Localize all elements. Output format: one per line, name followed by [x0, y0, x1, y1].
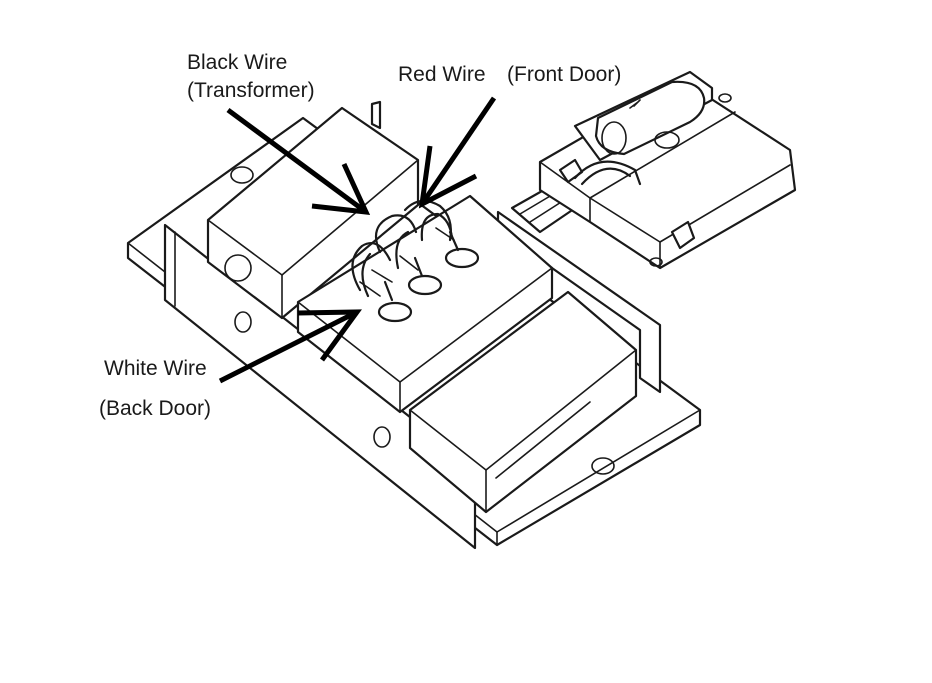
white-wire-loop — [351, 242, 392, 292]
terminal-screw — [407, 274, 443, 296]
callout-arrows — [218, 96, 497, 384]
terminal-screw — [444, 247, 480, 269]
cover-block — [408, 290, 638, 514]
white-wire-sublabel: (Back Door) — [99, 397, 212, 420]
black-wire-label: Black Wire — [187, 51, 288, 74]
white-wire-arrow — [218, 309, 359, 384]
wire-terminals — [351, 199, 480, 323]
red-wire-arrow — [419, 96, 497, 206]
white-wire-label: White Wire — [104, 357, 207, 380]
transformer-block — [206, 100, 420, 320]
black-wire-sublabel: (Transformer) — [187, 79, 315, 102]
mounting-hole — [230, 166, 254, 184]
red-wire-label: Red Wire — [398, 63, 486, 86]
mounting-hole — [373, 426, 391, 448]
white-wire-arrowhead — [297, 309, 362, 362]
black-wire-arrowhead — [311, 162, 371, 215]
mounting-hole — [591, 457, 615, 475]
red-wire-sublabel: (Front Door) — [507, 63, 622, 86]
remote-unit — [538, 70, 797, 270]
black-wire-arrow — [226, 107, 368, 215]
red-wire-arrowhead — [418, 145, 478, 209]
black-wire-loop — [374, 214, 418, 254]
mounting-hole — [234, 311, 252, 333]
terminal-screw — [377, 301, 413, 323]
terminal-block — [296, 194, 554, 414]
